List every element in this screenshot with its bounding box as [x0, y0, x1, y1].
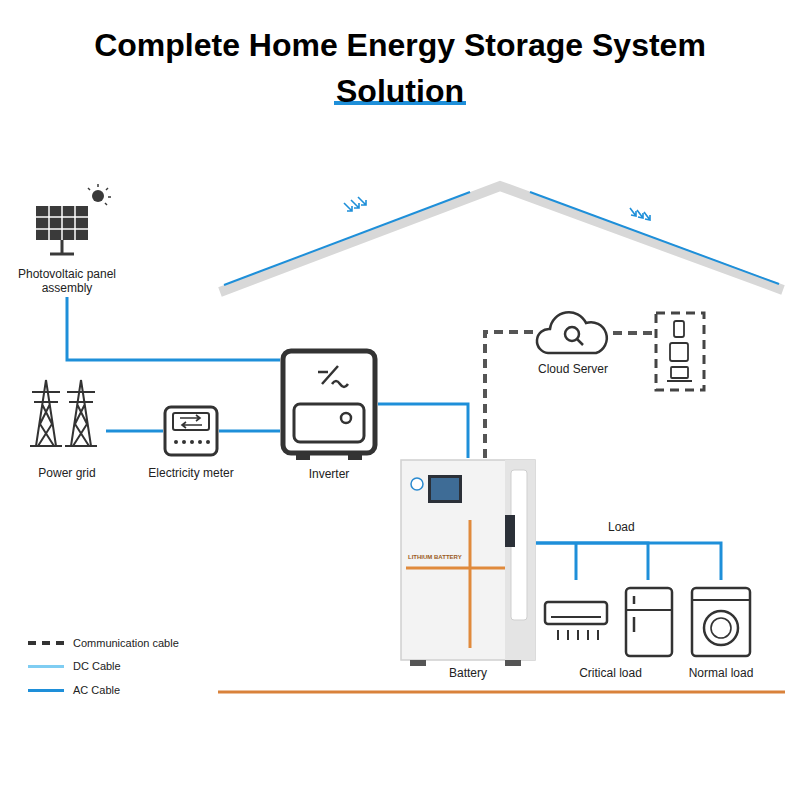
legend-swatch [28, 689, 64, 692]
legend-swatch [28, 665, 64, 668]
node-label: Power grid [38, 466, 95, 480]
power-cable [536, 543, 648, 580]
inverter-icon [283, 351, 375, 460]
legend-text: Communication cable [73, 636, 179, 650]
power-pylon-icon [30, 380, 97, 446]
battery-print: LITHIUM BATTERY [408, 553, 462, 561]
communication-line [613, 331, 655, 335]
node-label: Inverter [309, 467, 350, 481]
node-label: Critical load [579, 666, 642, 680]
power-grid-node: Power grid [28, 380, 106, 448]
roof [220, 186, 783, 292]
battery-icon [401, 460, 535, 666]
power-cable [106, 430, 163, 433]
node-label: Battery [449, 666, 487, 680]
legend-text: AC Cable [73, 683, 120, 697]
node-label: Electricity meter [148, 466, 233, 480]
legend-sample [28, 641, 64, 645]
communication-cable [485, 332, 535, 458]
pv-panel-node: Photovoltaic panel assembly [12, 185, 122, 297]
meter-node: Electricity meter [163, 405, 219, 457]
node-label: Normal load [689, 666, 754, 680]
ground-line [218, 691, 785, 694]
node-label: Cloud Server [538, 362, 608, 376]
legend-row: DC Cable [28, 659, 228, 673]
battery-node: Battery [400, 458, 536, 663]
solar-panel-icon [36, 184, 111, 254]
normal-load-node: Normal load [688, 580, 754, 658]
air-conditioner-icon [545, 602, 607, 640]
cloud-icon [537, 312, 607, 353]
power-cable [219, 430, 280, 433]
cloud-server-node: Cloud Server [535, 308, 611, 356]
devices-icon [656, 313, 704, 390]
title-text: Complete Home Energy Storage System Solu… [60, 22, 740, 114]
power-cable [536, 543, 721, 580]
power-cable [67, 297, 280, 360]
load-label: Load [608, 520, 635, 534]
legend-row: AC Cable [28, 683, 228, 697]
washing-machine-icon [692, 588, 750, 656]
electricity-meter-icon [165, 407, 217, 455]
critical-load-node: Critical load [543, 580, 678, 658]
legend-row: Communication cable [28, 636, 228, 650]
legend-text: DC Cable [73, 659, 121, 673]
inverter-node: Inverter [280, 348, 378, 460]
node-label: Photovoltaic panel assembly [12, 267, 122, 295]
power-cable [378, 404, 468, 458]
fridge-icon [626, 588, 672, 656]
